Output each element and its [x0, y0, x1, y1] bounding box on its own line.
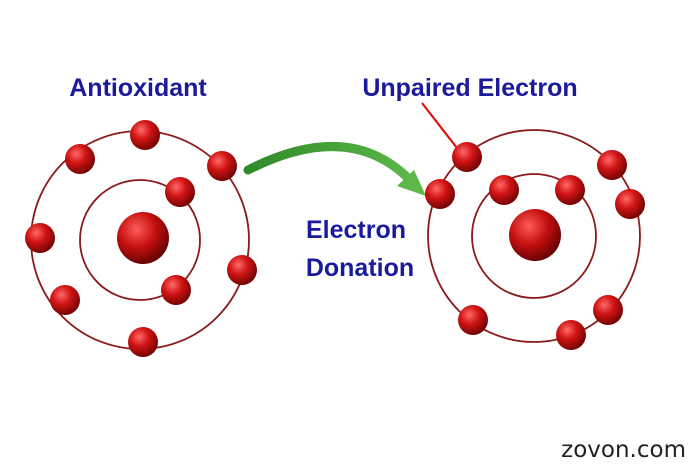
radical-atom — [425, 129, 645, 350]
electron-donation-label-line1: Electron — [306, 216, 406, 244]
unpaired-electron-pointer — [421, 102, 458, 149]
electron — [65, 144, 95, 174]
antioxidant-atom — [25, 120, 257, 357]
electron — [458, 305, 488, 335]
electron-donation-arrow — [243, 142, 426, 196]
electron — [25, 223, 55, 253]
electron — [130, 120, 160, 150]
electron-donation-label-line2: Donation — [306, 254, 414, 282]
nucleus — [117, 212, 169, 264]
unpaired-electron — [452, 142, 482, 172]
electron — [161, 275, 191, 305]
electron — [555, 175, 585, 205]
nucleus — [509, 209, 561, 261]
electron — [207, 151, 237, 181]
electron — [165, 177, 195, 207]
electron — [556, 320, 586, 350]
unpaired-electron-label: Unpaired Electron — [362, 74, 577, 102]
antioxidant-label: Antioxidant — [69, 74, 207, 102]
electron — [489, 175, 519, 205]
electron — [128, 327, 158, 357]
watermark: zovon.com — [561, 437, 686, 463]
inner-orbit — [79, 179, 201, 301]
electron — [615, 189, 645, 219]
electron — [50, 285, 80, 315]
electron — [425, 179, 455, 209]
electron — [597, 150, 627, 180]
electron — [227, 255, 257, 285]
outer-orbit — [427, 129, 641, 343]
inner-orbit — [471, 173, 597, 299]
electron — [593, 295, 623, 325]
